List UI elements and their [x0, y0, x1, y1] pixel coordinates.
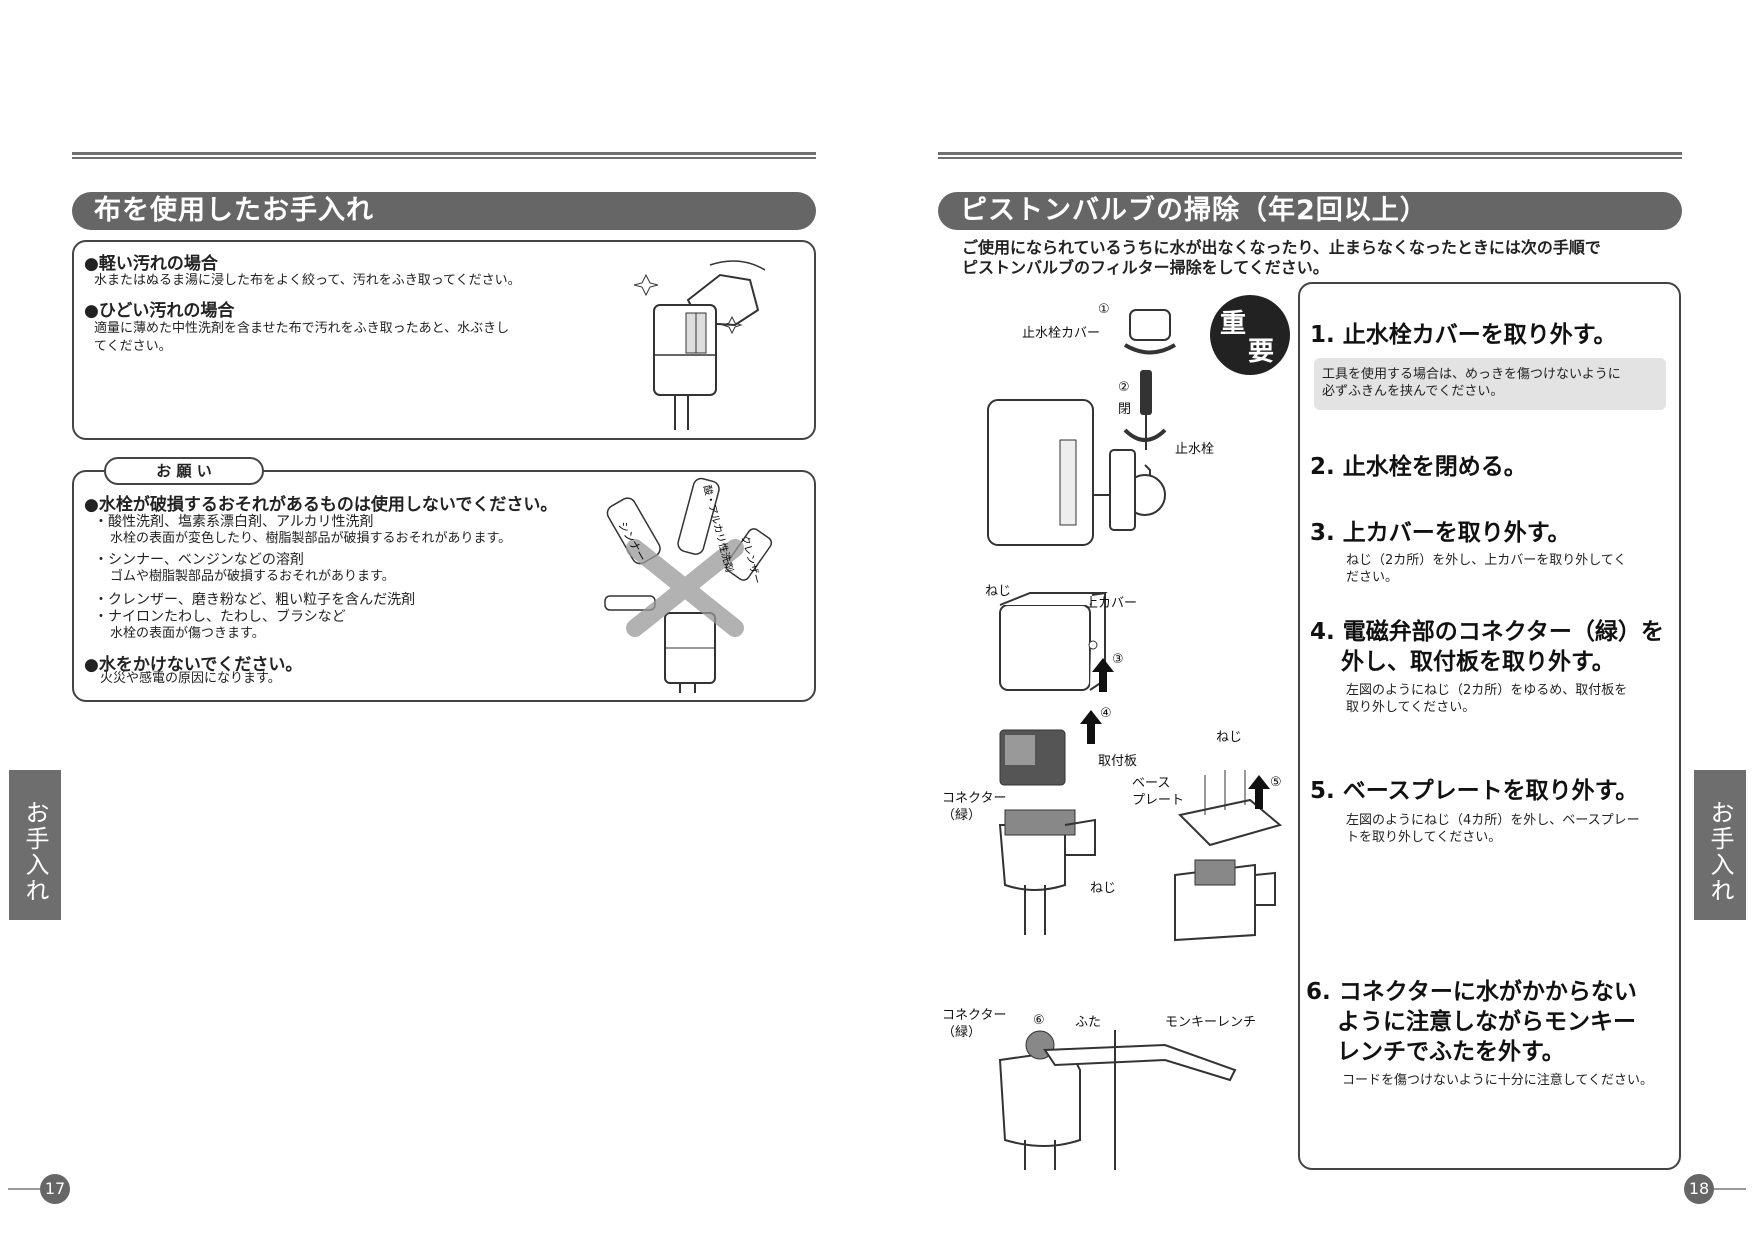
- prohibited-cleaners-illustration: シンナー 酸・アルカリ性洗剤 クレンザー: [604, 477, 773, 693]
- step-1-note: 工具を使用する場合は、めっきを傷つけないように 必ずふきんを挟んでください。: [1322, 367, 1621, 399]
- figure-step-3-4: [998, 591, 1108, 935]
- fig-label-valve: 止水栓: [1175, 442, 1215, 457]
- cloth-care-box: [72, 240, 816, 440]
- step-4-title: 4. 電磁弁部のコネクター（緑）を 外し、取付板を取り外す。: [1310, 619, 1664, 675]
- step-6-note: コードを傷つけないように十分に注意してください。: [1342, 1073, 1653, 1088]
- fig-label-n2: ②: [1118, 380, 1130, 395]
- step-5-title: 5. ベースプレートを取り外す。: [1310, 778, 1639, 804]
- up-arrow-3: [1092, 658, 1114, 692]
- fig-label-n5: ⑤: [1270, 775, 1282, 790]
- request-item-4-text: 水栓の表面が傷つきます。: [110, 626, 265, 641]
- up-arrow-5: [1248, 775, 1270, 809]
- fig-label-screw-1: ねじ: [985, 584, 1012, 599]
- fig-label-screw-3: ねじ: [1216, 730, 1243, 745]
- right-page-number: 18: [1684, 1174, 1714, 1204]
- fig-label-n4: ④: [1100, 706, 1112, 721]
- request-tab: お 願 い: [104, 457, 264, 485]
- up-arrow-4: [1080, 710, 1102, 744]
- request-tab-label: お 願 い: [156, 462, 212, 480]
- right-section-title: ピストンバルブの掃除（年2回以上）: [938, 192, 1682, 230]
- fig-label-screw-2: ねじ: [1090, 881, 1117, 896]
- request-heading-2-text: 火災や感電の原因になります。: [100, 671, 281, 686]
- request-box: [72, 470, 816, 702]
- request-item-2-text: ゴムや樹脂製部品が破損するおそれがあります。: [110, 569, 395, 584]
- request-heading-1: ●水栓が破損するおそれがあるものは使用しないでください。: [84, 495, 558, 515]
- request-item-2-title: ・シンナー、ベンジンなどの溶剤: [94, 552, 304, 568]
- fig-label-cover: 止水栓カバー: [1022, 326, 1101, 341]
- faucet-wiping-illustration: [633, 260, 766, 430]
- important-char-2: 要: [1248, 337, 1275, 367]
- right-side-tab: お手入れ: [1694, 770, 1746, 920]
- intro-line-1: ご使用になられているうちに水が出なくなったり、止まらなくなったときには次の手順で: [962, 238, 1601, 257]
- light-dirt-heading: ●軽い汚れの場合: [84, 254, 218, 274]
- important-badge: 重 要: [1210, 295, 1290, 375]
- fig-label-lid: ふた: [1075, 1015, 1102, 1030]
- request-item-4-title: ・ナイロンたわし、たわし、ブラシなど: [94, 609, 346, 625]
- important-char-1: 重: [1220, 309, 1247, 339]
- step-3-title: 3. 上カバーを取り外す。: [1310, 520, 1571, 546]
- right-top-rule: [938, 152, 1682, 159]
- request-heading-2: ●水をかけないでください。: [84, 655, 303, 675]
- figure-step-5: [1174, 770, 1283, 942]
- heavy-dirt-text-2: てください。: [94, 339, 172, 354]
- fig-label-n3: ③: [1112, 652, 1124, 667]
- fig-label-mount: 取付板: [1098, 754, 1138, 769]
- fig-label-connector-1b: （緑）: [942, 808, 982, 823]
- light-dirt-text: 水またはぬるま湯に浸した布をよく絞って、汚れをふき取ってください。: [94, 273, 521, 288]
- heavy-dirt-text-1: 適量に薄めた中性洗剤を含ませた布で汚れをふき取ったあと、水ぶきし: [94, 321, 510, 336]
- step-6-title: 6. コネクターに水がかからない ように注意しながらモンキー レンチでふたを外す…: [1306, 979, 1637, 1065]
- step-5-note: 左図のようにねじ（4カ所）を外し、ベースプレー トを取り外してください。: [1346, 813, 1640, 845]
- left-side-tab: お手入れ: [9, 770, 61, 920]
- step-1-note-box: 工具を使用する場合は、めっきを傷つけないように 必ずふきんを挟んでください。: [1314, 358, 1666, 410]
- fig-label-upper-cover: 上カバー: [1085, 596, 1138, 611]
- step-2-title: 2. 止水栓を閉める。: [1310, 454, 1527, 480]
- left-page-number: 17: [40, 1174, 70, 1204]
- step-4-note: 左図のようにねじ（2カ所）をゆるめ、取付板を 取り外してください。: [1346, 683, 1628, 715]
- request-item-3-title: ・クレンザー、磨き粉など、粗い粒子を含んだ洗剤: [94, 592, 416, 608]
- figure-step-6: [998, 1030, 1237, 1170]
- left-page-line: [8, 1188, 40, 1190]
- intro-line-2: ピストンバルブのフィルター掃除をしてください。: [962, 258, 1329, 277]
- left-top-rule: [72, 152, 816, 159]
- fig-label-connector-1a: コネクター: [942, 791, 1007, 806]
- fig-label-wrench: モンキーレンチ: [1165, 1015, 1257, 1030]
- fig-label-connector-2b: （緑）: [942, 1025, 982, 1040]
- heavy-dirt-heading: ●ひどい汚れの場合: [84, 301, 235, 321]
- fig-label-connector-2a: コネクター: [942, 1008, 1007, 1023]
- right-page-line: [1714, 1188, 1746, 1190]
- request-item-1-text: 水栓の表面が変色したり、樹脂製部品が破損するおそれがあります。: [110, 531, 512, 546]
- fig-label-n6: ⑥: [1033, 1013, 1045, 1028]
- fig-label-base-2: プレート: [1132, 793, 1185, 808]
- left-section-title: 布を使用したお手入れ: [72, 192, 816, 230]
- steps-box: [1298, 282, 1681, 1170]
- figure-step-1-2: [987, 309, 1177, 546]
- fig-label-close: 閉: [1118, 402, 1132, 417]
- request-item-1-title: ・酸性洗剤、塩素系漂白剤、アルカリ性洗剤: [94, 514, 374, 530]
- fig-label-base-1: ベース: [1132, 776, 1171, 791]
- step-3-note: ねじ（2カ所）を外し、上カバーを取り外してく ださい。: [1346, 553, 1627, 585]
- step-1-title: 1. 止水栓カバーを取り外す。: [1310, 322, 1617, 348]
- fig-label-n1: ①: [1098, 302, 1110, 317]
